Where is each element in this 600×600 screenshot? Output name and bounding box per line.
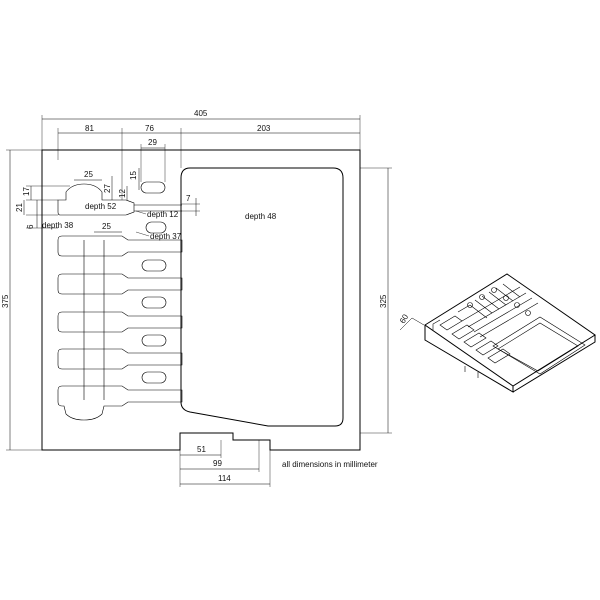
svg-text:12: 12 xyxy=(118,189,127,198)
depth-48-label: depth 48 xyxy=(245,212,277,221)
dim-tab: 51 99 114 xyxy=(179,440,271,487)
svg-text:81: 81 xyxy=(85,124,94,133)
svg-text:17: 17 xyxy=(22,187,31,196)
svg-text:15: 15 xyxy=(129,171,138,180)
svg-text:99: 99 xyxy=(213,459,222,468)
tray-outline xyxy=(41,149,361,451)
depth-labels: depth 52 depth 38 depth 12 depth 37 xyxy=(42,202,182,241)
dim-segments: 81 76 203 xyxy=(57,124,360,200)
depth-37-label: depth 37 xyxy=(150,232,182,241)
svg-text:25: 25 xyxy=(102,222,111,231)
svg-text:76: 76 xyxy=(145,124,154,133)
svg-text:405: 405 xyxy=(194,109,208,118)
svg-text:27: 27 xyxy=(103,184,112,193)
svg-text:21: 21 xyxy=(15,203,24,212)
tool-spine xyxy=(83,240,105,400)
svg-text:60: 60 xyxy=(398,312,411,325)
large-compartment: depth 48 xyxy=(180,167,344,427)
svg-text:7: 7 xyxy=(186,194,191,203)
slot-ovals xyxy=(140,181,167,384)
svg-text:114: 114 xyxy=(218,474,231,483)
dim-overall-height: 375 xyxy=(1,149,42,451)
units-note: all dimensions in millimeter xyxy=(282,460,378,469)
svg-text:375: 375 xyxy=(1,294,10,308)
svg-text:325: 325 xyxy=(379,294,388,308)
depth-12-label: depth 12 xyxy=(147,210,179,219)
svg-text:29: 29 xyxy=(148,138,157,147)
depth-38-label: depth 38 xyxy=(42,221,74,230)
dim-small-7: 7 xyxy=(181,194,200,216)
dim-compartment-height: 325 xyxy=(360,167,392,434)
dim-head-offsets: 17 21 6 xyxy=(15,185,70,229)
dim-slot-width: 29 xyxy=(140,138,166,182)
dim-small-verticals: 15 12 27 xyxy=(103,168,140,200)
tool-pockets xyxy=(57,183,183,421)
svg-text:203: 203 xyxy=(257,124,271,133)
svg-text:25: 25 xyxy=(84,170,93,179)
dim-head-width: 25 xyxy=(74,170,102,181)
dim-overall-width: 405 xyxy=(41,109,361,150)
dim-head-depth: 25 xyxy=(94,222,122,233)
svg-text:51: 51 xyxy=(197,445,206,454)
isometric-view: 60 xyxy=(398,273,596,393)
svg-text:6: 6 xyxy=(26,224,35,229)
depth-52-label: depth 52 xyxy=(85,202,117,211)
